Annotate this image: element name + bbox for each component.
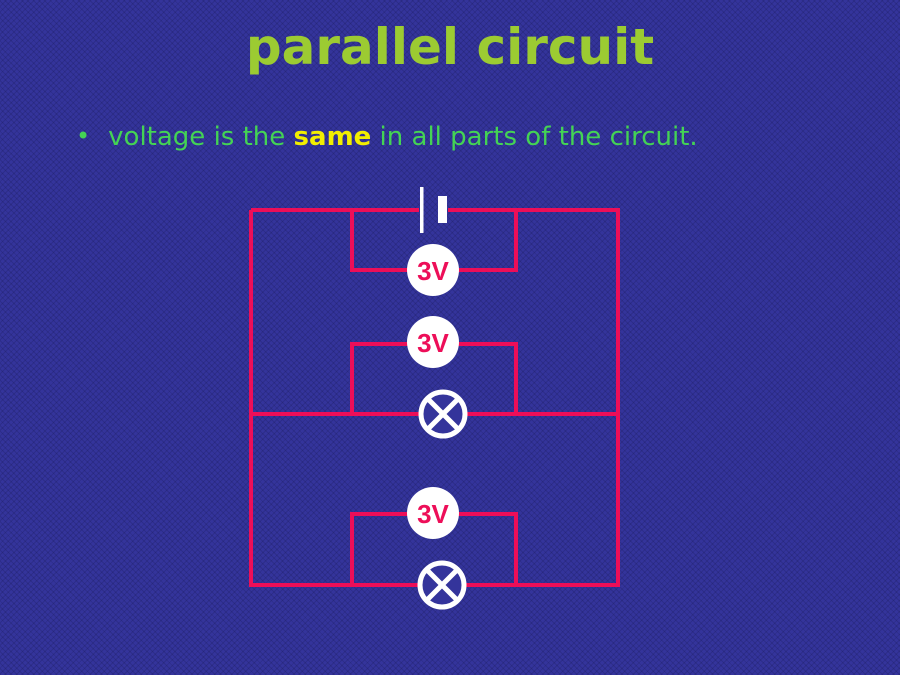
voltmeter-label: 3V: [417, 499, 449, 529]
lamp-1-icon: [418, 389, 468, 439]
battery-icon: [420, 187, 447, 233]
voltmeter-2: 3V: [407, 316, 459, 368]
bullet-text-segment: in all parts of the circuit.: [371, 122, 698, 152]
battery-long-plate: [420, 187, 424, 233]
voltmeter-label: 3V: [417, 328, 449, 358]
lamp-2-icon: [417, 560, 467, 610]
bullet-dot: •: [76, 122, 91, 150]
bullet-item: • voltage is the same in all parts of the…: [76, 122, 698, 152]
voltmeter-circle: [407, 316, 459, 368]
page-title: parallel circuit: [245, 18, 655, 76]
voltmeter-3: 3V: [407, 487, 459, 539]
voltmeter-circle: [407, 487, 459, 539]
lamp-cross-line: [426, 397, 460, 431]
voltmeter-label: 3V: [417, 256, 449, 286]
bullet-text-highlight: same: [293, 122, 372, 152]
battery-short-plate: [438, 196, 447, 223]
lamp-cross-line: [425, 568, 459, 602]
voltmeter-circle: [407, 244, 459, 296]
outer-loop-wire: [249, 208, 620, 587]
voltmeter-1: 3V: [407, 244, 459, 296]
bullet-text-segment: voltage is the: [108, 122, 294, 152]
